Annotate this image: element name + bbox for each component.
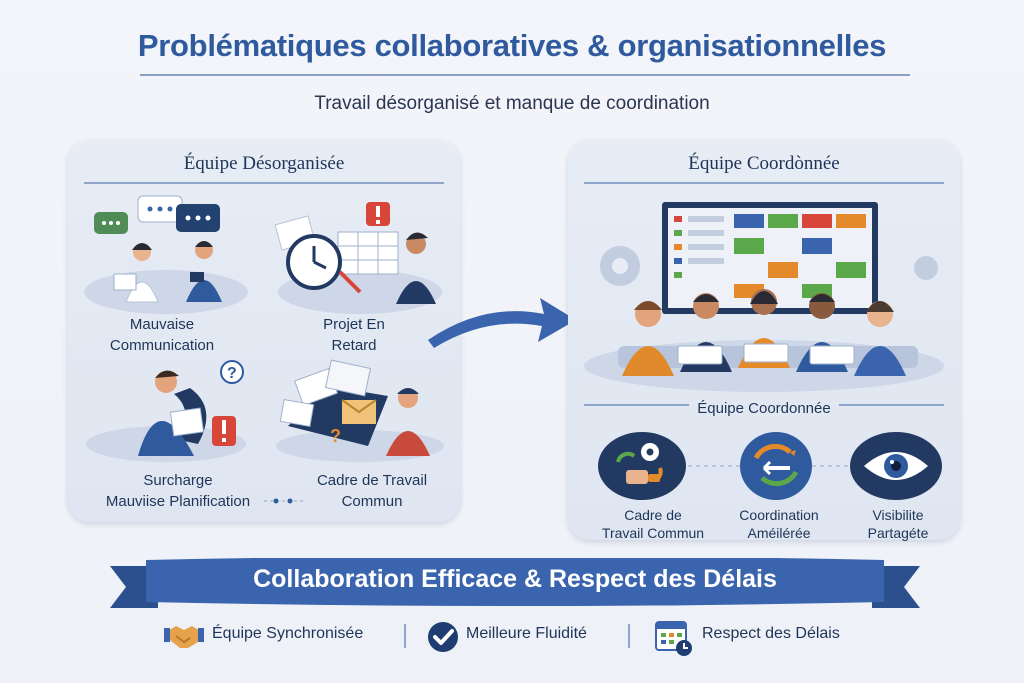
item-overload-planning: Surcharge Mauviise Planification — [78, 470, 278, 512]
coordination-cycle-icon — [740, 432, 812, 500]
section-title-wrap: Équipe Coordonnée — [568, 400, 960, 418]
item-late-project-line2: Retard — [331, 337, 377, 354]
footer-synchronized-team: Équipe Synchronisée — [212, 625, 364, 642]
feature-shared-visibility: Visibilite Partagéte — [838, 506, 958, 542]
item-bad-communication-line2: Communication — [109, 337, 215, 354]
footer-divider-2 — [628, 624, 630, 648]
page-title: Problématiques collaboratives & organisa… — [137, 28, 887, 63]
disorganized-team-title: Équipe Désorganisée — [183, 153, 345, 174]
left-panel-divider — [84, 182, 444, 184]
item-overload-line1: Surcharge — [143, 472, 213, 489]
feature-shared-visibility-line1: Visibilite — [872, 507, 924, 523]
overload-illustration: ? — [86, 360, 246, 462]
banner-heading: Collaboration Efficace & Respect des Dél… — [253, 565, 777, 593]
feature-common-framework-line2: Travail Commun — [601, 525, 705, 541]
item-bad-communication-line1: Mauvaise — [129, 316, 195, 333]
coordinated-team-panel: Équipe Coordònnée Équipe Coordonnée — [568, 140, 960, 542]
disorganized-team-panel: Équipe Désorganisée Mauvaise Communicati… — [68, 140, 460, 522]
feature-shared-visibility-line2: Partagéte — [867, 525, 929, 541]
feature-improved-coordination: Coordination Améilérée — [714, 506, 844, 542]
item-bad-communication: Mauvaise Communication — [82, 314, 242, 356]
paper-chaos-illustration: ? — [276, 359, 444, 462]
right-panel-top-divider — [584, 182, 944, 184]
page-subtitle: Travail désorganisé et manque de coordin… — [314, 93, 710, 114]
item-common-framework-line2: Commun — [341, 493, 403, 510]
handshake-icon — [164, 626, 204, 648]
coordinated-team-title: Équipe Coordònnée — [688, 153, 840, 174]
feature-improved-coordination-line1: Coordination — [739, 507, 819, 523]
framework-gears-icon — [598, 432, 686, 500]
item-late-project-line1: Projet En — [323, 316, 385, 333]
footer-divider-1 — [404, 624, 406, 648]
item-connector-dots — [264, 498, 304, 504]
title-divider — [140, 74, 910, 76]
item-overload-line2: Mauviise Planification — [105, 493, 251, 510]
shared-visibility-eye-icon — [850, 432, 942, 500]
checkmark-icon — [428, 622, 458, 652]
footer-better-fluidity: Meilleure Fluidité — [466, 625, 587, 642]
feature-icons-row — [598, 432, 942, 500]
item-common-framework: Cadre de Travail Commun — [292, 470, 452, 512]
feature-improved-coordination-line2: Améilérée — [747, 525, 811, 541]
feature-common-framework-line1: Cadre de — [624, 507, 682, 523]
coordinated-section-title: Équipe Coordonnée — [689, 400, 839, 417]
feature-common-framework: Cadre de Travail Commun — [578, 506, 728, 542]
coordinated-meeting-illustration — [584, 202, 944, 392]
svg-text:?: ? — [227, 365, 237, 382]
calendar-clock-icon — [655, 621, 692, 656]
svg-text:?: ? — [330, 426, 341, 446]
gear-icon — [600, 246, 640, 286]
footer-deadline-respect: Respect des Délais — [702, 625, 840, 642]
transition-arrow-icon — [428, 298, 576, 348]
bottom-ribbon-banner — [110, 558, 920, 608]
late-project-illustration — [274, 202, 442, 314]
item-common-framework-line1: Cadre de Travail — [316, 472, 428, 489]
item-late-project: Projet En Retard — [274, 314, 434, 356]
bad-communication-illustration — [84, 195, 248, 314]
